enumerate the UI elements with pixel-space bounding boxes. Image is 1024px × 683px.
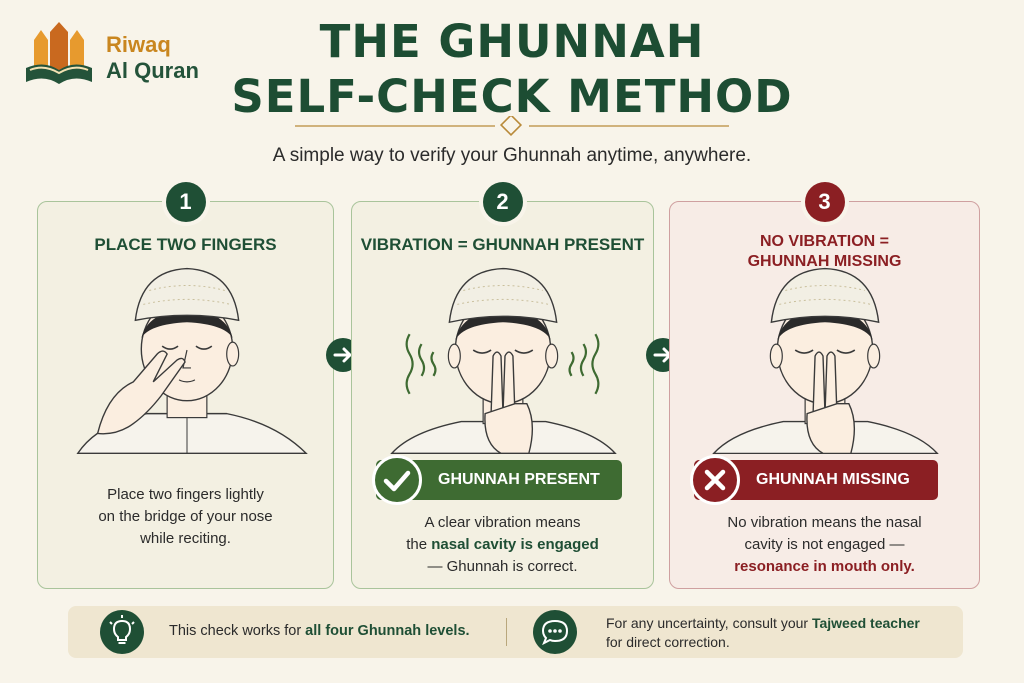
step-1-desc-line3: while reciting. bbox=[140, 530, 231, 547]
step-title-2: VIBRATION = GHUNNAH PRESENT bbox=[360, 235, 645, 254]
tip-text-highlight: all four Ghunnah levels. bbox=[305, 623, 470, 639]
mosque-book-icon bbox=[26, 22, 92, 84]
ghunnah-missing-badge: GHUNNAH MISSING bbox=[690, 455, 938, 505]
advice-text-highlight: Tajweed teacher bbox=[811, 615, 920, 631]
vibration-waves-left bbox=[405, 333, 437, 395]
ghunnah-present-label: GHUNNAH PRESENT bbox=[438, 471, 600, 488]
x-icon bbox=[690, 455, 740, 505]
chat-bubble-icon bbox=[533, 610, 577, 654]
step-description-2: A clear vibration means the nasal cavity… bbox=[352, 512, 653, 578]
step-description-3: No vibration means the nasal cavity is n… bbox=[670, 512, 979, 578]
step-card-1: 1 PLACE TWO FINGERS Place two fingers li… bbox=[37, 182, 334, 589]
tips-footer: This check works for all four Ghunnah le… bbox=[68, 606, 963, 658]
vibration-waves-right bbox=[568, 333, 600, 395]
lightbulb-icon bbox=[100, 610, 144, 654]
page-title-line1: THE GHUNNAH bbox=[319, 15, 705, 68]
person-touching-nose-illustration bbox=[76, 267, 308, 454]
advice-line1: For any uncertainty, consult your Tajwee… bbox=[606, 614, 920, 633]
step-number-3: 3 bbox=[804, 182, 845, 222]
step-3-title-line2: GHUNNAH MISSING bbox=[747, 253, 902, 270]
check-icon bbox=[372, 455, 422, 505]
step-title-3: NO VIBRATION = GHUNNAH MISSING bbox=[670, 232, 979, 272]
step-number-2: 2 bbox=[482, 182, 523, 222]
page-subtitle: A simple way to verify your Ghunnah anyt… bbox=[272, 145, 752, 166]
step-1-desc-line1: Place two fingers lightly bbox=[107, 486, 264, 503]
person-vibration-illustration bbox=[390, 267, 617, 454]
ghunnah-present-badge: GHUNNAH PRESENT bbox=[372, 455, 622, 505]
advice-text-pre: For any uncertainty, consult your bbox=[606, 615, 812, 631]
step-card-3: 3 NO VIBRATION = GHUNNAH MISSING GHUNNAH… bbox=[669, 182, 980, 589]
brand-name-line1: Riwaq bbox=[106, 32, 171, 57]
step-1-desc-line2: on the bridge of your nose bbox=[98, 508, 273, 525]
advice-text: For any uncertainty, consult your Tajwee… bbox=[606, 614, 920, 652]
step-3-title-line1: NO VIBRATION = bbox=[759, 233, 890, 250]
title-divider bbox=[295, 116, 729, 136]
page-title-line2: SELF-CHECK METHOD bbox=[231, 70, 793, 123]
brand-name-line2: Al Quran bbox=[106, 58, 199, 83]
step-2-desc-highlight: nasal cavity is engaged bbox=[431, 536, 599, 553]
step-2-desc-line1: A clear vibration means bbox=[424, 514, 581, 531]
step-2-desc-line3: — Ghunnah is correct. bbox=[427, 558, 578, 575]
tip-text-pre: This check works for bbox=[169, 623, 306, 639]
advice-line2: for direct correction. bbox=[606, 634, 730, 650]
footer-divider bbox=[506, 618, 507, 646]
brand-logo: Riwaq Al Quran bbox=[24, 22, 204, 92]
step-card-2: 2 VIBRATION = GHUNNAH PRESENT bbox=[351, 182, 654, 589]
step-2-desc-line2: the nasal cavity is engaged bbox=[352, 534, 653, 556]
step-title-1: PLACE TWO FINGERS bbox=[94, 235, 277, 254]
tip-text: This check works for all four Ghunnah le… bbox=[169, 623, 470, 639]
ghunnah-missing-label: GHUNNAH MISSING bbox=[756, 471, 910, 488]
step-description-1: Place two fingers lightly on the bridge … bbox=[38, 484, 333, 550]
step-3-desc-line2: cavity is not engaged — bbox=[744, 536, 905, 553]
person-no-vibration-illustration bbox=[712, 267, 939, 454]
step-2-desc-line2-pre: the bbox=[406, 536, 432, 553]
page-title: THE GHUNNAH SELF-CHECK METHOD bbox=[190, 14, 834, 124]
step-number-1: 1 bbox=[165, 182, 206, 222]
step-3-desc-highlight: resonance in mouth only. bbox=[734, 558, 915, 575]
step-3-desc-line1: No vibration means the nasal bbox=[727, 514, 922, 531]
